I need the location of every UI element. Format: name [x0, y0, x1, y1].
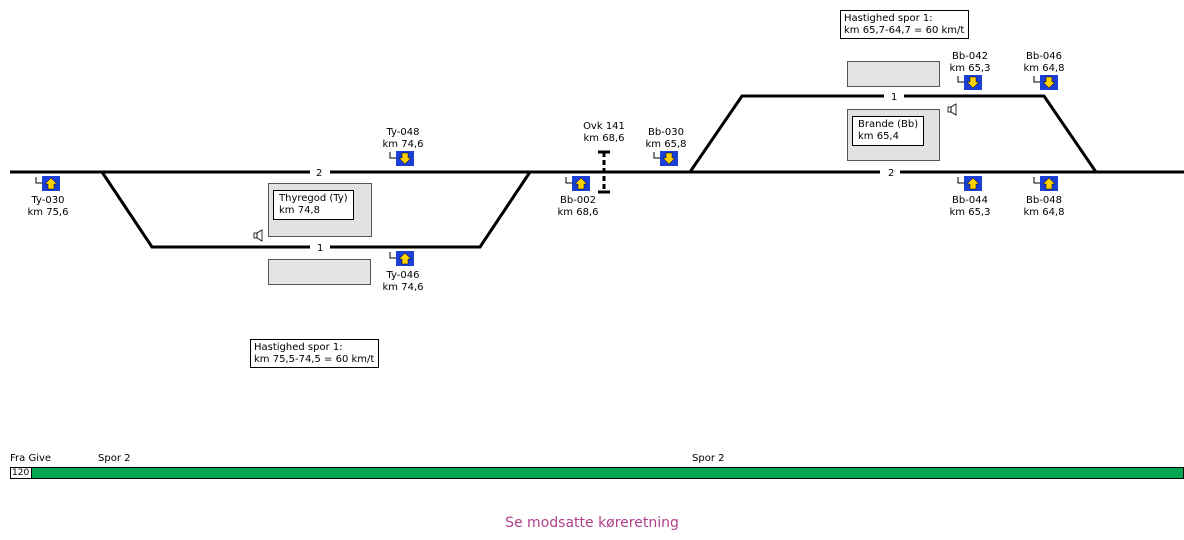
signal-name: Ty-046 [386, 270, 420, 281]
signal-mast [1033, 177, 1040, 184]
speaker-icon [253, 229, 263, 242]
signal-name: Bb-046 [1026, 51, 1062, 62]
station-label: Thyregod (Ty) km 74,8 [273, 190, 354, 220]
speed-note-line: km 65,7-64,7 = 60 km/t [844, 25, 965, 36]
station-km: km 65,4 [858, 131, 899, 142]
track-1-brande-west [688, 94, 884, 173]
track-number: 2 [316, 168, 322, 179]
signal-km: km 68,6 [558, 207, 599, 218]
speed-note-line: Hastighed spor 1: [254, 342, 343, 353]
signal-mast [35, 177, 42, 184]
crossing-km: km 68,6 [584, 133, 625, 144]
station-name: Thyregod (Ty) [279, 193, 348, 204]
signal-mast [1033, 76, 1040, 83]
signal-mast [565, 177, 572, 184]
station-name: Brande (Bb) [858, 119, 919, 130]
speed-profile-bar [10, 467, 1184, 479]
arrow-down-icon [662, 152, 676, 165]
signal-name: Ty-030 [31, 195, 65, 206]
track-label: Spor 2 [98, 453, 131, 464]
arrow-up-icon [966, 177, 980, 190]
track-1-thyregod-east [330, 171, 532, 249]
signal-mast [957, 76, 964, 83]
opposite-direction-link[interactable]: Se modsatte køreretning [505, 515, 679, 531]
signal-mast [389, 252, 396, 259]
arrow-up-icon [1042, 177, 1056, 190]
speed-note-line: Hastighed spor 1: [844, 13, 933, 24]
arrow-up-icon [398, 252, 412, 265]
speed-note-brande: Hastighed spor 1: km 65,7-64,7 = 60 km/t [840, 10, 970, 39]
signal-km: km 74,6 [383, 139, 424, 150]
signal-km: km 74,6 [383, 282, 424, 293]
platform [268, 259, 371, 285]
signal-name: Bb-042 [952, 51, 988, 62]
track-number: 1 [891, 92, 897, 103]
from-label: Fra Give [10, 453, 52, 464]
signal-km: km 64,8 [1024, 207, 1065, 218]
arrow-up-icon [44, 177, 58, 190]
arrow-down-icon [398, 152, 412, 165]
track-1-brande-east [904, 94, 1098, 173]
signal-name: Bb-030 [648, 127, 684, 138]
track-label: Spor 2 [692, 453, 725, 464]
signal-name: Bb-002 [560, 195, 596, 206]
signal-km: km 75,6 [28, 207, 69, 218]
signal-name: Bb-044 [952, 195, 988, 206]
arrow-down-icon [966, 76, 980, 89]
station-thyregod: Thyregod (Ty) km 74,8 [268, 183, 372, 237]
level-crossing-icon [598, 150, 610, 194]
signal-name: Ty-048 [386, 127, 420, 138]
platform [847, 61, 940, 87]
signal-km: km 65,3 [950, 63, 991, 74]
signal-km: km 64,8 [1024, 63, 1065, 74]
signal-mast [957, 177, 964, 184]
speed-note-thyregod: Hastighed spor 1: km 75,5-74,5 = 60 km/t [250, 339, 380, 368]
signal-name: Bb-048 [1026, 195, 1062, 206]
speaker-icon [947, 103, 957, 116]
track-number: 1 [317, 243, 323, 254]
station-brande: Brande (Bb) km 65,4 [847, 109, 940, 161]
track-1-thyregod-west [100, 171, 310, 249]
station-km: km 74,8 [279, 205, 320, 216]
crossing-name: Ovk 141 [583, 121, 625, 132]
speed-value: 120 [10, 467, 32, 479]
signal-mast [389, 152, 396, 159]
station-label: Brande (Bb) km 65,4 [852, 116, 925, 146]
arrow-down-icon [1042, 76, 1056, 89]
signal-km: km 65,3 [950, 207, 991, 218]
track-number: 2 [888, 168, 894, 179]
signal-km: km 65,8 [646, 139, 687, 150]
arrow-up-icon [574, 177, 588, 190]
speed-note-line: km 75,5-74,5 = 60 km/t [254, 354, 375, 365]
signal-mast [653, 152, 660, 159]
